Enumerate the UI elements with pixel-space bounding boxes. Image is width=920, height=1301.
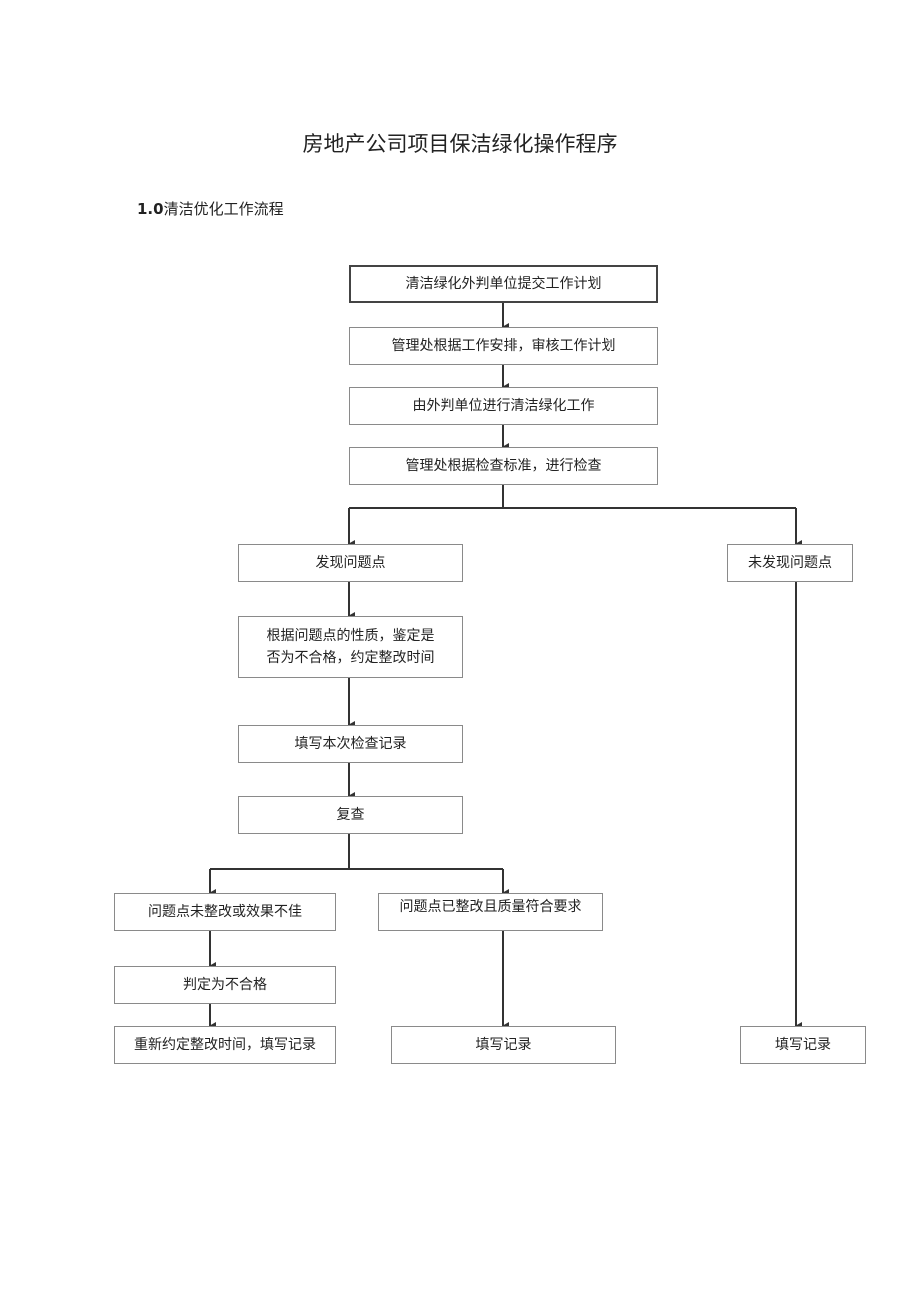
step-submit-plan: 清洁绿化外判单位提交工作计划 xyxy=(349,265,658,303)
node-record-fixed: 填写记录 xyxy=(391,1026,616,1064)
node-record-ok: 填写记录 xyxy=(740,1026,866,1064)
node-judge-fail: 判定为不合格 xyxy=(114,966,336,1004)
node-fill-check-record: 填写本次检查记录 xyxy=(238,725,463,763)
node-fixed: 问题点已整改且质量符合要求 xyxy=(378,893,603,931)
page-title: 房地产公司项目保洁绿化操作程序 xyxy=(302,132,618,156)
node-reschedule-record: 重新约定整改时间，填写记录 xyxy=(114,1026,336,1064)
step-perform-work: 由外判单位进行清洁绿化工作 xyxy=(349,387,658,425)
node-not-fixed: 问题点未整改或效果不佳 xyxy=(114,893,336,931)
step-inspection: 管理处根据检查标准，进行检查 xyxy=(349,447,658,485)
step-review-plan: 管理处根据工作安排，审核工作计划 xyxy=(349,327,658,365)
node-problem-found: 发现问题点 xyxy=(238,544,463,582)
node-recheck: 复查 xyxy=(238,796,463,834)
node-assess-problem: 根据问题点的性质，鉴定是 否为不合格，约定整改时间 xyxy=(238,616,463,678)
node-no-problem: 未发现问题点 xyxy=(727,544,853,582)
section-heading: 1.0清洁优化工作流程 xyxy=(137,198,284,219)
section-title: 清洁优化工作流程 xyxy=(163,200,284,218)
section-number: 1.0 xyxy=(137,200,164,218)
